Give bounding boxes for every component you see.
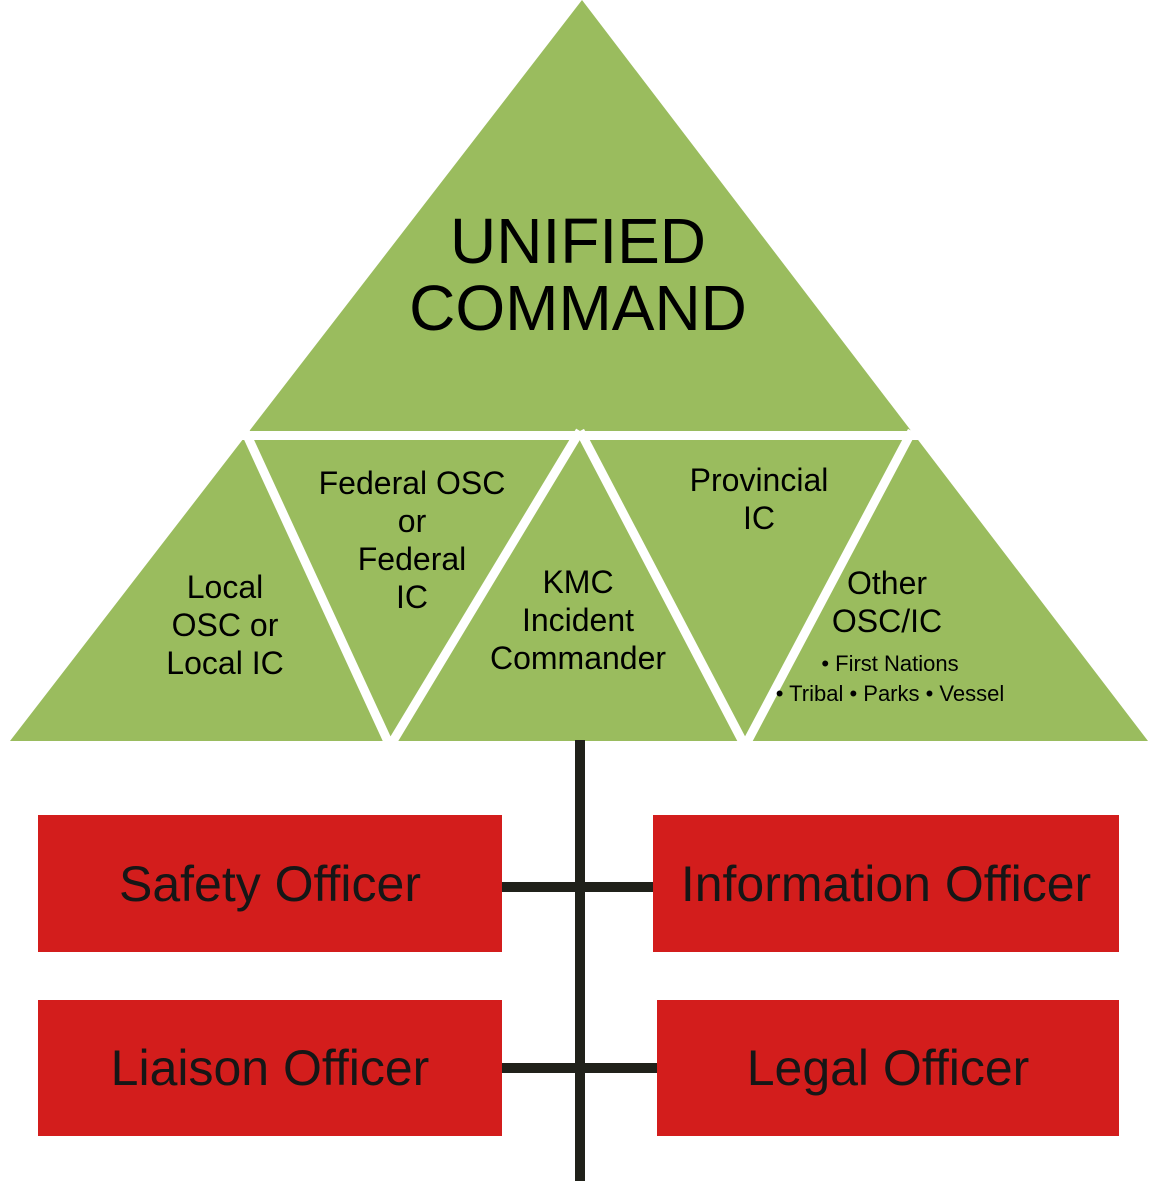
legal-officer-label: Legal Officer: [746, 1040, 1030, 1096]
unified-command-line2: COMMAND: [409, 272, 747, 344]
connector-row2-line: [500, 1063, 658, 1073]
provincial-line2: IC: [743, 500, 775, 536]
divider-federal-kmc: [386, 428, 584, 749]
divider-provincial-other: [741, 428, 916, 749]
safety-officer-label: Safety Officer: [119, 855, 421, 912]
kmc-line2: Incident: [521, 602, 635, 638]
federal-line1: Federal OSC: [318, 465, 506, 501]
kmc-line3: Commander: [489, 640, 667, 676]
local-line2: OSC or: [171, 607, 279, 643]
unified-command-line1: UNIFIED: [450, 205, 706, 277]
other-line2: OSC/IC: [831, 603, 943, 639]
pyramid-horizontal-divider: [218, 431, 960, 440]
provincial-ic-label: Provincial IC: [609, 461, 909, 537]
federal-osc-ic-label: Federal OSC or Federal IC: [262, 464, 562, 616]
other-bullet2: • Tribal • Parks • Vessel: [775, 681, 1005, 706]
kmc-incident-commander-label: KMC Incident Commander: [428, 563, 728, 677]
federal-line2: or: [397, 503, 427, 539]
liaison-officer-label: Liaison Officer: [110, 1040, 430, 1096]
information-officer-label: Information Officer: [680, 855, 1092, 912]
federal-line3: Federal: [357, 541, 467, 577]
legal-officer-box: Legal Officer: [657, 1000, 1119, 1136]
divider-kmc-provincial: [576, 428, 749, 749]
provincial-line1: Provincial: [689, 462, 829, 498]
safety-officer-box: Safety Officer: [38, 815, 502, 952]
command-pyramid-shape: [10, 0, 1148, 741]
information-officer-box: Information Officer: [653, 815, 1119, 952]
connector-row1-line: [500, 882, 658, 892]
local-line3: Local IC: [166, 645, 284, 681]
other-osc-ic-label: Other OSC/IC: [737, 564, 1037, 640]
local-line1: Local: [186, 569, 264, 605]
other-line1: Other: [846, 565, 928, 601]
federal-line4: IC: [396, 579, 428, 615]
divider-local-federal: [240, 429, 395, 748]
connector-vertical-line: [575, 740, 585, 1181]
other-bullet1: • First Nations: [821, 651, 959, 676]
other-osc-ic-bullets: • First Nations • Tribal • Parks • Vesse…: [710, 649, 1070, 709]
liaison-officer-box: Liaison Officer: [38, 1000, 502, 1136]
local-osc-ic-label: Local OSC or Local IC: [75, 568, 375, 682]
kmc-line1: KMC: [542, 564, 614, 600]
unified-command-label: UNIFIED COMMAND: [278, 208, 878, 342]
